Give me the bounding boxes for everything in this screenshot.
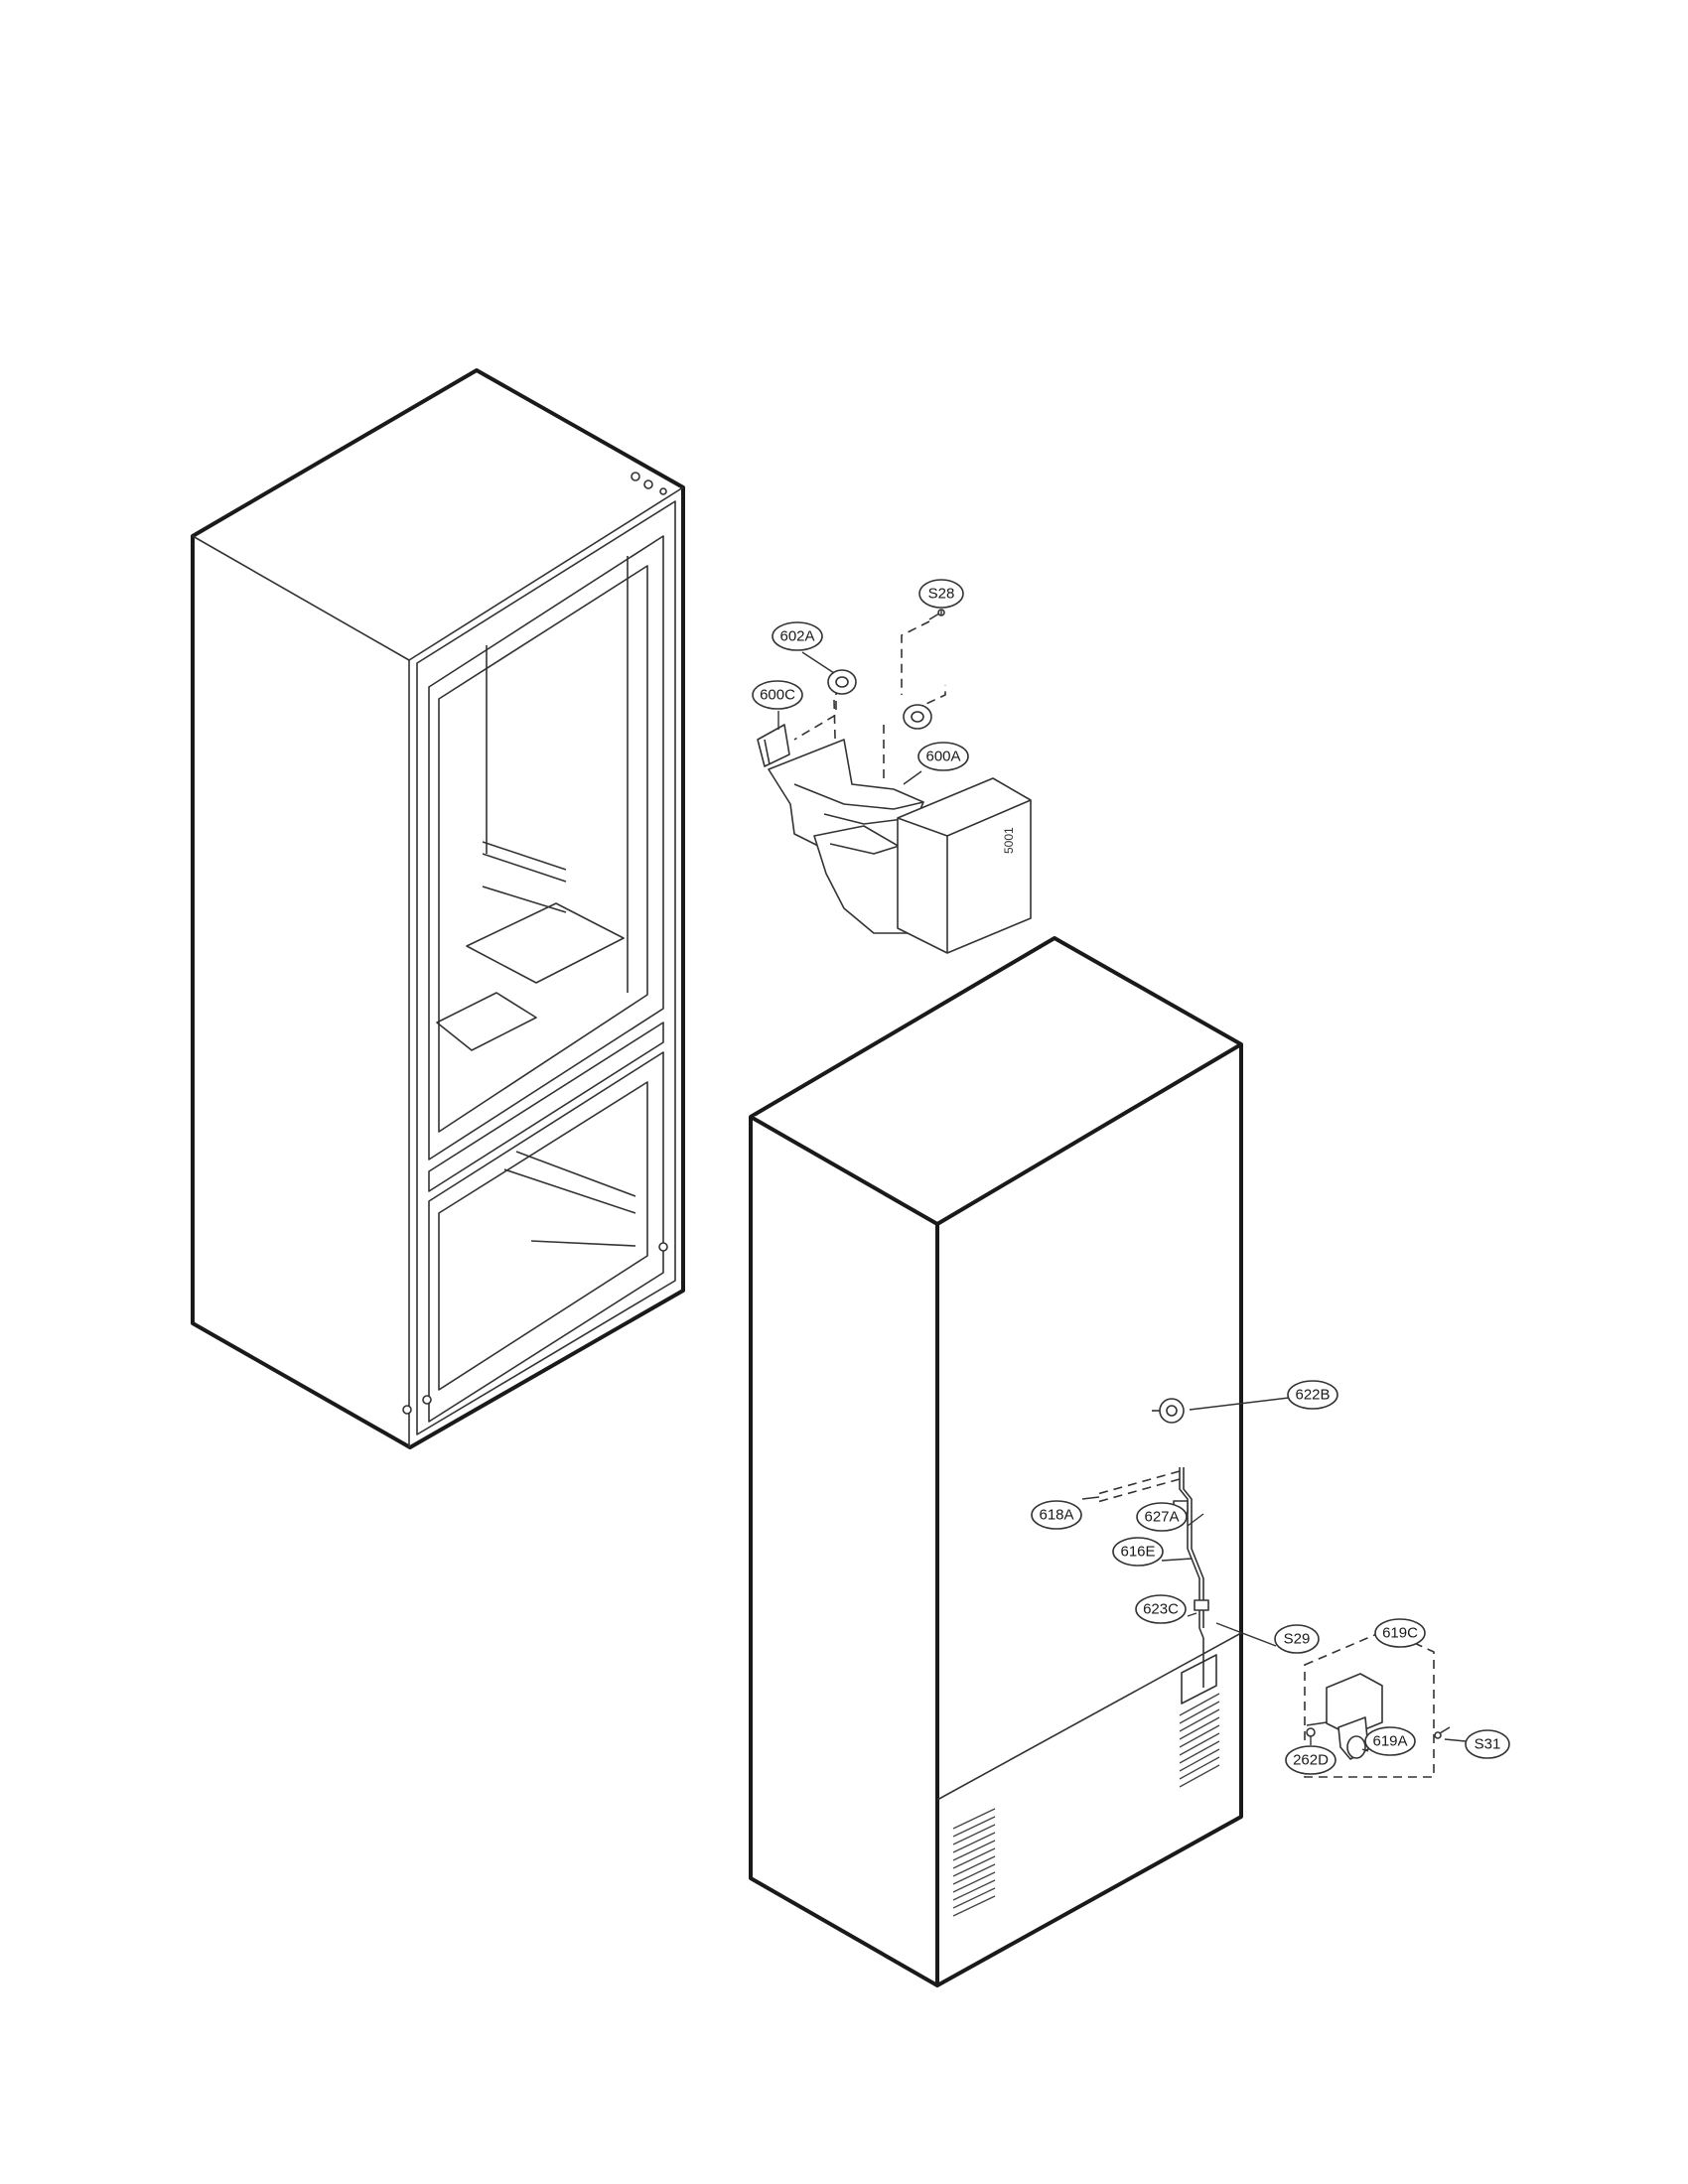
callout-s28-text: S28 — [928, 586, 955, 603]
callout-622b: 622B — [1287, 1380, 1338, 1410]
callout-627a: 627A — [1136, 1502, 1188, 1532]
callout-600a: 600A — [917, 742, 969, 771]
callout-622b-text: 622B — [1295, 1387, 1330, 1404]
callout-619a: 619A — [1364, 1726, 1416, 1756]
callout-s31-text: S31 — [1475, 1736, 1501, 1753]
callout-600c-text: 600C — [760, 687, 795, 704]
screw-s28 — [928, 609, 945, 620]
side-vent — [1179, 1693, 1220, 1788]
callout-627a-text: 627A — [1144, 1509, 1179, 1526]
callout-619c-text: 619C — [1382, 1625, 1418, 1642]
callout-618a-text: 618A — [1039, 1507, 1073, 1524]
callout-s31: S31 — [1465, 1729, 1510, 1759]
gear-602a-2 — [903, 704, 932, 730]
callout-616e-text: 616E — [1120, 1544, 1155, 1561]
grommet-622b — [1152, 1398, 1185, 1424]
callout-600c: 600C — [752, 680, 803, 710]
callout-619a-text: 619A — [1372, 1733, 1407, 1750]
callout-leaders — [777, 610, 1467, 1752]
callout-623c-text: 623C — [1143, 1601, 1179, 1618]
water-tube — [1096, 1467, 1209, 1688]
callout-600a-text: 600A — [925, 749, 960, 765]
ice-maker-assembly: 5001 — [757, 609, 1032, 954]
callout-619c: 619C — [1374, 1618, 1426, 1648]
callout-602a: 602A — [772, 621, 823, 651]
front-cabinet — [191, 368, 685, 1449]
callout-618a: 618A — [1031, 1500, 1082, 1530]
callout-262d: 262D — [1285, 1745, 1336, 1775]
callout-262d-text: 262D — [1293, 1752, 1329, 1769]
callout-602a-text: 602A — [779, 628, 814, 645]
bottom-vent — [952, 1808, 996, 1917]
callout-s29: S29 — [1274, 1624, 1320, 1654]
callout-616e: 616E — [1112, 1537, 1164, 1567]
callout-623c: 623C — [1135, 1594, 1187, 1624]
ice-maker-label: 5001 — [1002, 827, 1016, 854]
callout-s28: S28 — [918, 579, 964, 609]
gear-602a — [827, 669, 857, 695]
callout-s29-text: S29 — [1284, 1631, 1311, 1648]
rear-cabinet — [749, 936, 1243, 1987]
water-valve-group — [1304, 1629, 1451, 1778]
